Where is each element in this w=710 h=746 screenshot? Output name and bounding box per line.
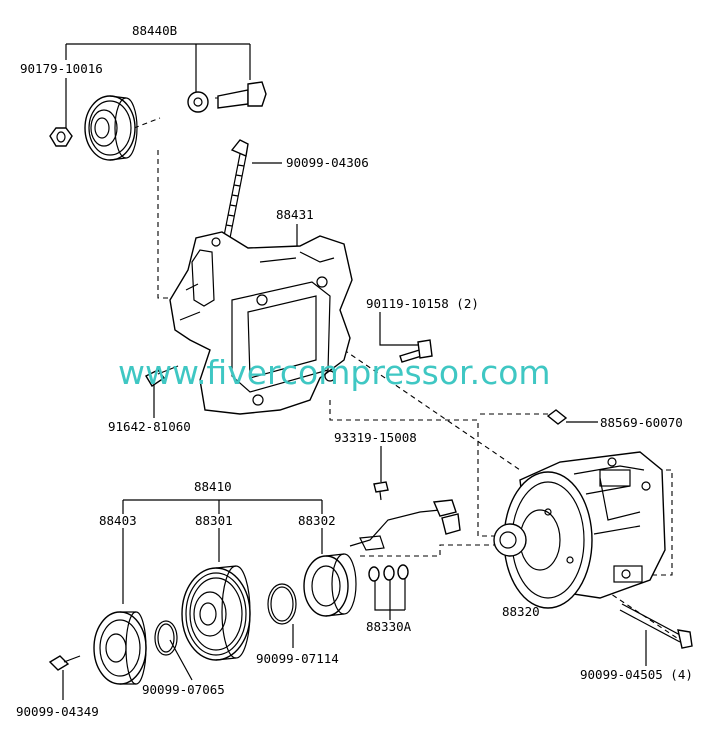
pivot-bolt-icon (217, 81, 267, 109)
label-90179-10016: 90179-10016 (20, 61, 103, 76)
label-88569-60070: 88569-60070 (600, 415, 683, 430)
label-88330a: 88330A (366, 619, 412, 634)
bolt-90099-04306-icon (223, 139, 249, 239)
label-90099-04306: 90099-04306 (286, 155, 369, 170)
bolt-90099-04505-icon (619, 603, 693, 649)
field-coil-88302-icon (303, 553, 357, 617)
snap-ring-90099-07114-icon (267, 583, 297, 625)
pressure-plate-88403-icon (93, 611, 147, 685)
label-90099-07065: 90099-07065 (142, 682, 225, 697)
bracket-88431-icon (169, 231, 353, 415)
stud-91642-81060-icon (145, 365, 179, 387)
label-90119-10158: 90119-10158 (2) (366, 296, 479, 311)
label-88320: 88320 (502, 604, 540, 619)
label-88431: 88431 (276, 207, 314, 222)
wire-lead-icon (349, 499, 461, 551)
label-91642-81060: 91642-81060 (108, 419, 191, 434)
snap-ring-90099-07065-icon (154, 620, 178, 656)
label-88301: 88301 (195, 513, 233, 528)
leader-lines (62, 43, 647, 700)
bolt-90119-10158-icon (399, 339, 433, 363)
nut-90179-10016-icon (49, 127, 73, 147)
label-88302: 88302 (298, 513, 336, 528)
label-90099-04505: 90099-04505 (4) (580, 667, 693, 682)
shims-88330a-icon (368, 564, 409, 582)
label-93319-15008: 93319-15008 (334, 430, 417, 445)
label-88440b: 88440B (132, 23, 177, 38)
label-88410: 88410 (194, 479, 232, 494)
label-90099-07114: 90099-07114 (256, 651, 339, 666)
label-88403: 88403 (99, 513, 137, 528)
label-90099-04349: 90099-04349 (16, 704, 99, 719)
watermark-text: www.fivercompressor.com (118, 353, 551, 392)
compressor-88320-icon (493, 451, 666, 609)
rotor-pulley-88301-icon (181, 565, 251, 661)
screw-93319-15008-icon (373, 481, 389, 501)
pulley-88440b-icon (84, 95, 138, 161)
collar-icon (187, 91, 209, 113)
bolt-90099-04349-icon (48, 655, 81, 671)
part-labels: 88440B 90179-10016 90099-04306 88431 901… (16, 23, 693, 719)
clip-88569-60070-icon (546, 409, 568, 425)
